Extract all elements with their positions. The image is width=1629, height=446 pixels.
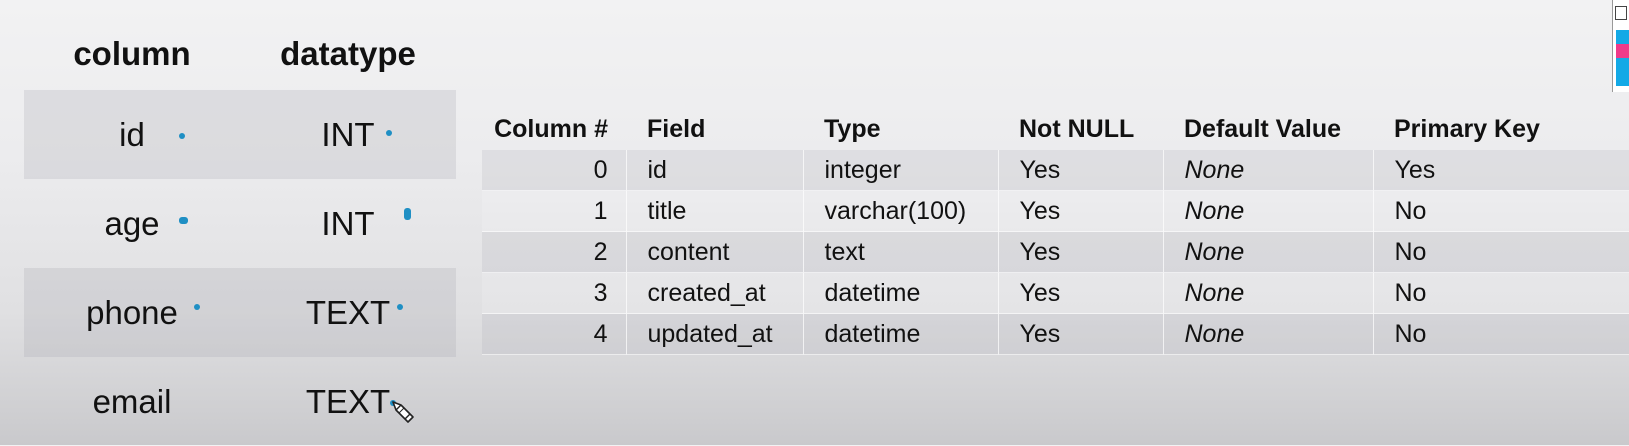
annotation-dot: [397, 303, 403, 310]
header-primary-key: Primary Key: [1394, 114, 1540, 143]
cell-not-null: Yes: [997, 272, 1163, 314]
schema-row: age INT: [24, 179, 456, 268]
schema-column-name: age: [24, 205, 240, 243]
header-not-null: Not NULL: [1019, 114, 1135, 143]
cell-primary-key: No: [1372, 272, 1629, 314]
annotation-dot: [386, 129, 392, 136]
cell-default-value: None: [1162, 313, 1373, 355]
schema-column-name-text: phone: [86, 293, 178, 331]
schema-table: column datatype id INT age INT phone TEX…: [24, 18, 456, 446]
schema-datatype: TEXT: [240, 382, 456, 423]
cell-field: content: [625, 231, 803, 273]
cell-column-number: 0: [593, 155, 608, 184]
cell-column-number: 2: [593, 237, 608, 266]
header-type: Type: [824, 114, 881, 143]
schema-header-row: column datatype: [24, 18, 456, 90]
schema-header-datatype: datatype: [280, 35, 416, 72]
annotation-dot: [404, 207, 411, 220]
cell-type: datetime: [802, 272, 998, 314]
cell-column-number: 1: [593, 196, 608, 225]
cell-column-number: 3: [593, 278, 608, 307]
color-swatch-blue[interactable]: [1616, 58, 1629, 86]
schema-datatype-text: TEXT: [305, 293, 391, 331]
schema-datatype-text: INT: [321, 115, 375, 153]
schema-column-name: email: [24, 383, 240, 421]
cell-default-value: None: [1162, 190, 1373, 232]
cell-field: title: [625, 190, 803, 232]
cell-column-number: 4: [593, 319, 608, 348]
header-column-number: Column #: [494, 114, 608, 143]
schema-column-name: phone: [24, 294, 240, 332]
pen-cursor-icon: [392, 400, 414, 423]
color-swatch-blue[interactable]: [1616, 30, 1629, 44]
cell-type: text: [802, 231, 998, 273]
cell-default-value: None: [1162, 150, 1373, 191]
schema-column-name-text: email: [92, 382, 172, 420]
table-row: 4 updated_at datetime Yes None No: [482, 313, 1629, 355]
table-row: 2 content text Yes None No: [482, 231, 1629, 273]
cell-primary-key: Yes: [1372, 150, 1629, 191]
cell-not-null: Yes: [997, 190, 1163, 232]
cell-not-null: Yes: [997, 150, 1163, 191]
header-field: Field: [647, 114, 706, 143]
cell-field: created_at: [625, 272, 803, 314]
columns-table: Column # Field Type Not NULL Default Val…: [482, 108, 1629, 355]
cell-not-null: Yes: [997, 231, 1163, 273]
schema-datatype: INT: [240, 205, 456, 243]
cell-default-value: None: [1162, 272, 1373, 314]
cell-type: varchar(100): [802, 190, 998, 232]
schema-datatype-text: TEXT: [305, 382, 391, 420]
table-row: 0 id integer Yes None Yes: [482, 150, 1629, 191]
schema-datatype: TEXT: [240, 294, 456, 332]
corner-panel[interactable]: [1612, 0, 1629, 92]
cell-field: id: [625, 150, 803, 191]
schema-row: email TEXT: [24, 357, 456, 446]
schema-header-column: column: [73, 35, 191, 72]
schema-datatype-text: INT: [321, 204, 375, 242]
cell-primary-key: No: [1372, 190, 1629, 232]
schema-column-name-text: age: [104, 204, 160, 242]
cell-default-value: None: [1162, 231, 1373, 273]
schema-column-name-text: id: [119, 115, 145, 153]
cell-primary-key: No: [1372, 231, 1629, 273]
annotation-dot: [179, 216, 188, 224]
cell-field: updated_at: [625, 313, 803, 355]
cell-type: datetime: [802, 313, 998, 355]
table-header-row: Column # Field Type Not NULL Default Val…: [482, 108, 1629, 150]
annotation-dot: [194, 303, 200, 310]
schema-row: id INT: [24, 90, 456, 179]
cell-primary-key: No: [1372, 313, 1629, 355]
schema-row: phone TEXT: [24, 268, 456, 357]
color-swatch-pink[interactable]: [1616, 44, 1629, 58]
schema-datatype: INT: [240, 116, 456, 154]
schema-column-name: id: [24, 116, 240, 154]
header-default-value: Default Value: [1184, 114, 1341, 143]
table-row: 1 title varchar(100) Yes None No: [482, 190, 1629, 232]
cell-not-null: Yes: [997, 313, 1163, 355]
cell-type: integer: [802, 150, 998, 191]
document-icon[interactable]: [1615, 6, 1627, 20]
table-row: 3 created_at datetime Yes None No: [482, 272, 1629, 314]
annotation-dot: [179, 132, 185, 139]
